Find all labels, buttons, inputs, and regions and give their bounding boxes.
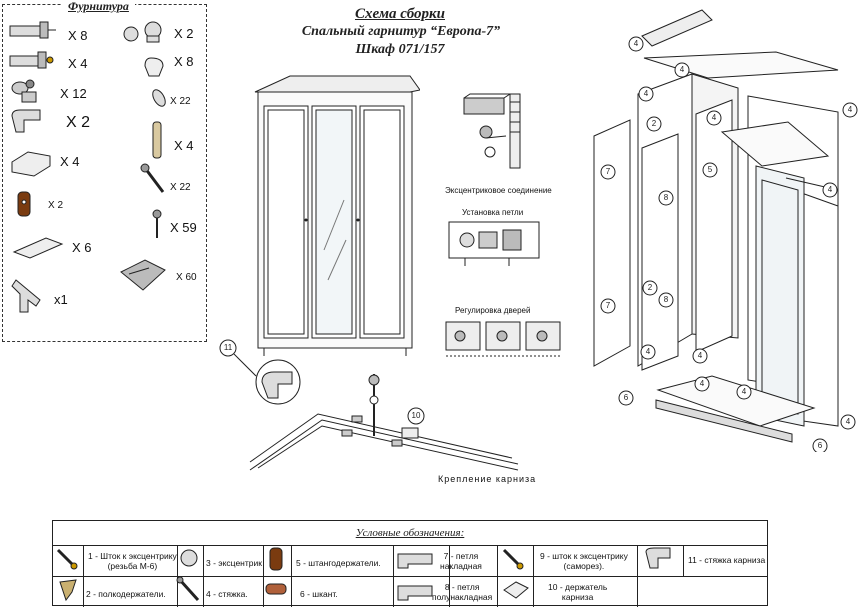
hw-qty: X 6 <box>72 240 92 255</box>
hardware-left-icons <box>9 21 64 313</box>
legend-title: Условные обозначения: <box>53 521 767 546</box>
callout-number: 4 <box>699 379 705 388</box>
callout-number: 5 <box>707 165 713 174</box>
shelf-pin-icon <box>59 579 77 602</box>
title-line3: Шкаф 071/157 <box>355 42 445 57</box>
cornice-coupling-icon <box>645 547 671 569</box>
callout-number: 11 <box>223 343 233 352</box>
hw-qty: X 4 <box>60 154 80 169</box>
cornice-fix-detail <box>249 359 519 471</box>
callout-number: 7 <box>605 301 611 310</box>
screw-icon <box>152 209 162 238</box>
hw-qty: X 22 <box>170 182 191 193</box>
cornice-holder-icon <box>503 581 529 599</box>
hinge-icon <box>397 553 433 569</box>
rod-holder-icon <box>17 191 31 217</box>
hw-qty: X 8 <box>174 54 194 69</box>
exploded-view <box>593 9 839 443</box>
screw-stem-icon <box>502 548 524 570</box>
shelf-pin-icon <box>152 89 166 107</box>
callout-number: 2 <box>647 283 653 292</box>
hw-qty: X 2 <box>66 114 91 131</box>
callout-number: 8 <box>663 193 669 202</box>
callout-number: 4 <box>847 105 853 114</box>
screw-tie-icon <box>140 163 165 193</box>
callout-number: 4 <box>679 65 685 74</box>
callout-number: 4 <box>697 351 703 360</box>
hex-key-icon <box>11 279 41 313</box>
callout-number: 4 <box>845 417 851 426</box>
legend: Условные обозначения: <box>52 520 768 607</box>
legend-item-5: 5 - штангодержатели. <box>296 558 381 568</box>
door-adjust-detail <box>445 321 561 357</box>
legend-item-3: 3 - эксцентрик <box>206 558 262 568</box>
callout-number: 10 <box>411 411 421 420</box>
callout-circle <box>600 36 858 452</box>
cornice-callouts <box>219 339 425 425</box>
callout-number: 4 <box>633 39 639 48</box>
callout-number: 4 <box>741 387 747 396</box>
hw-qty: X 2 <box>48 200 64 211</box>
callout-number: 4 <box>643 89 649 98</box>
callout-number: 7 <box>605 167 611 176</box>
callout-number: 4 <box>645 347 651 356</box>
cam-icon <box>180 549 198 567</box>
hw-qty: X 12 <box>60 86 87 101</box>
cam-icon <box>123 21 162 43</box>
cam-connection-label: Эксцентриковое соединение <box>445 186 552 195</box>
cam-stem-icon <box>56 548 78 570</box>
door-adjust-label: Регулировка дверей <box>455 306 531 315</box>
callout-number: 2 <box>651 119 657 128</box>
legend-item-11: 11 - стяжка карниза <box>688 555 766 565</box>
dowel-icon <box>152 121 162 159</box>
hardware-right-icons <box>120 21 166 291</box>
legend-item-10: 10 - держатель карниза <box>548 582 608 602</box>
hw-qty: X 22 <box>170 96 191 107</box>
hw-qty: X 4 <box>68 56 88 71</box>
cornice-holder-icon <box>11 151 51 177</box>
rod-holder-icon <box>269 547 283 571</box>
callouts <box>600 36 858 452</box>
legend-item-6: 6 - шкант. <box>300 589 338 599</box>
shelf-holder-plate-icon <box>12 237 64 259</box>
hinge-icon <box>11 109 41 133</box>
cam-stem-wood-icon <box>9 51 54 69</box>
hw-qty: X 4 <box>174 138 194 153</box>
title-line2: Спальный гарнитур “Европа-7” <box>301 24 501 39</box>
callout-number: 6 <box>623 393 629 402</box>
legend-item-1: 1 - Шток к эксцентрику (резьба М-6) <box>88 551 177 571</box>
title-line1: Схема сборки <box>354 6 445 22</box>
screw-tie-icon <box>176 576 200 602</box>
hw-qty: X 8 <box>68 28 88 43</box>
legend-icons <box>56 547 671 602</box>
cam-stem-icon <box>9 21 56 39</box>
cornice-coupling-icon <box>11 79 37 103</box>
callout-number: 4 <box>827 185 833 194</box>
legend-item-8: 8 - петля полунакладная <box>432 582 493 602</box>
legend-item-4: 4 - стяжка. <box>206 589 248 599</box>
callout-number: 6 <box>817 441 823 450</box>
dowel-icon <box>265 583 287 595</box>
hw-qty: X 2 <box>174 26 194 41</box>
legend-item-7: 7 - петля накладная <box>440 551 482 571</box>
callout-number: 4 <box>711 113 717 122</box>
hw-qty: X 59 <box>170 220 197 235</box>
hinge-install-detail <box>448 221 540 266</box>
hinge-install-label: Установка петли <box>462 208 524 217</box>
legend-item-2: 2 - полкодержатели. <box>86 589 166 599</box>
hw-qty: x1 <box>54 292 68 307</box>
callout-number: 8 <box>663 295 669 304</box>
hw-qty: X 60 <box>176 272 197 283</box>
hinge-pack-icon <box>120 259 166 291</box>
wardrobe-front-view <box>254 75 420 356</box>
hinge-half-icon <box>397 585 433 601</box>
cam-connection-detail <box>463 93 521 169</box>
legend-item-9: 9 - шток к эксцентрику (саморез). <box>540 551 628 571</box>
knob-icon <box>144 57 164 77</box>
hardware-title: Фурнитура <box>62 0 135 14</box>
cornice-fix-label: Крепление карниза <box>438 474 537 484</box>
